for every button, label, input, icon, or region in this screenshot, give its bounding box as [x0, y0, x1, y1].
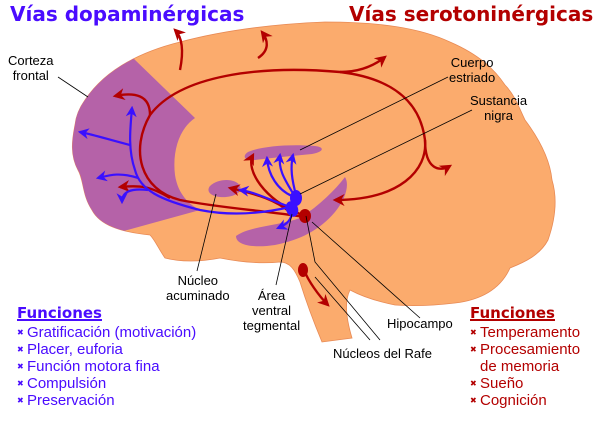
vta-nucleus [285, 201, 299, 217]
function-item: Función motora fina [17, 358, 196, 375]
brain-outline [71, 21, 556, 343]
serotonin-branch [257, 30, 273, 59]
label-vta: Área ventral tegmental [243, 288, 300, 333]
serotonin-functions-list: Temperamento Procesamiento de memoria Su… [470, 324, 580, 409]
leader-nucleus-accumbens [196, 193, 217, 272]
dopamine-functions: Funciones Gratificación (motivación) Pla… [17, 304, 196, 410]
serotonin-functions-heading: Funciones [470, 304, 555, 322]
serotonin-title: Vías serotoninérgicas [349, 2, 594, 26]
label-line: Área [257, 288, 286, 303]
label-line: acuminado [166, 288, 230, 303]
function-item-continuation: de memoria [480, 358, 560, 375]
leader-vta [275, 213, 293, 286]
raphe-nucleus-upper [299, 209, 311, 223]
function-item: Gratificación (motivación) [17, 324, 196, 341]
function-item: Compulsión [17, 375, 196, 392]
label-line: frontal [12, 68, 49, 83]
label-line: Sustancia [470, 93, 528, 108]
function-item: Cognición [470, 392, 580, 409]
dopamine-branch [273, 152, 295, 196]
label-raphe-nuclei: Núcleos del Rafe [333, 346, 432, 361]
raphe-nucleus-lower [298, 263, 308, 277]
label-line: Corteza [8, 53, 54, 68]
label-line: nigra [484, 108, 513, 123]
function-item: Temperamento [470, 324, 580, 341]
leader-raphe-1 [305, 215, 381, 341]
function-item: Placer, euforia [17, 341, 196, 358]
dopamine-functions-list: Gratificación (motivación) Placer, eufor… [17, 324, 196, 409]
dopamine-branch [77, 128, 131, 147]
function-item: Sueño [470, 375, 580, 392]
serotonin-branch [339, 55, 387, 74]
label-line: ventral [252, 303, 292, 318]
function-item: Procesamiento [470, 341, 580, 358]
label-substantia-nigra: Sustancia nigra [470, 93, 527, 123]
dopamine-functions-heading: Funciones [17, 304, 102, 322]
serotonin-branch [423, 139, 453, 177]
label-nucleus-accumbens: Núcleo acuminado [166, 273, 230, 303]
label-line: estriado [449, 70, 496, 85]
label-line: Cuerpo [450, 55, 494, 70]
leader-substantia-nigra [299, 109, 473, 195]
dopamine-branch [262, 155, 293, 198]
leader-striatum [299, 76, 449, 151]
label-striatum: Cuerpo estriado [449, 55, 495, 85]
label-hippocampus: Hipocampo [387, 316, 453, 331]
dopamine-branch [116, 188, 149, 205]
serotonin-functions: Funciones Temperamento Procesamiento de … [470, 304, 580, 410]
hippocampus-region [236, 177, 347, 247]
dopamine-branch [237, 185, 291, 209]
leader-hippocampus [311, 221, 421, 319]
dopamine-branch [95, 170, 139, 182]
leader-raphe-2 [314, 276, 371, 341]
label-line: tegmental [243, 318, 301, 333]
leader-frontal-cortex [57, 76, 89, 98]
dopamine-title: Vías dopaminérgicas [10, 2, 245, 26]
dopamine-main [125, 105, 291, 215]
serotonin-branch [173, 28, 187, 71]
label-frontal-cortex: Corteza frontal [8, 53, 54, 83]
serotonin-branch [112, 88, 152, 116]
function-item: Preservación [17, 392, 196, 409]
label-line: Núcleo [177, 273, 219, 288]
